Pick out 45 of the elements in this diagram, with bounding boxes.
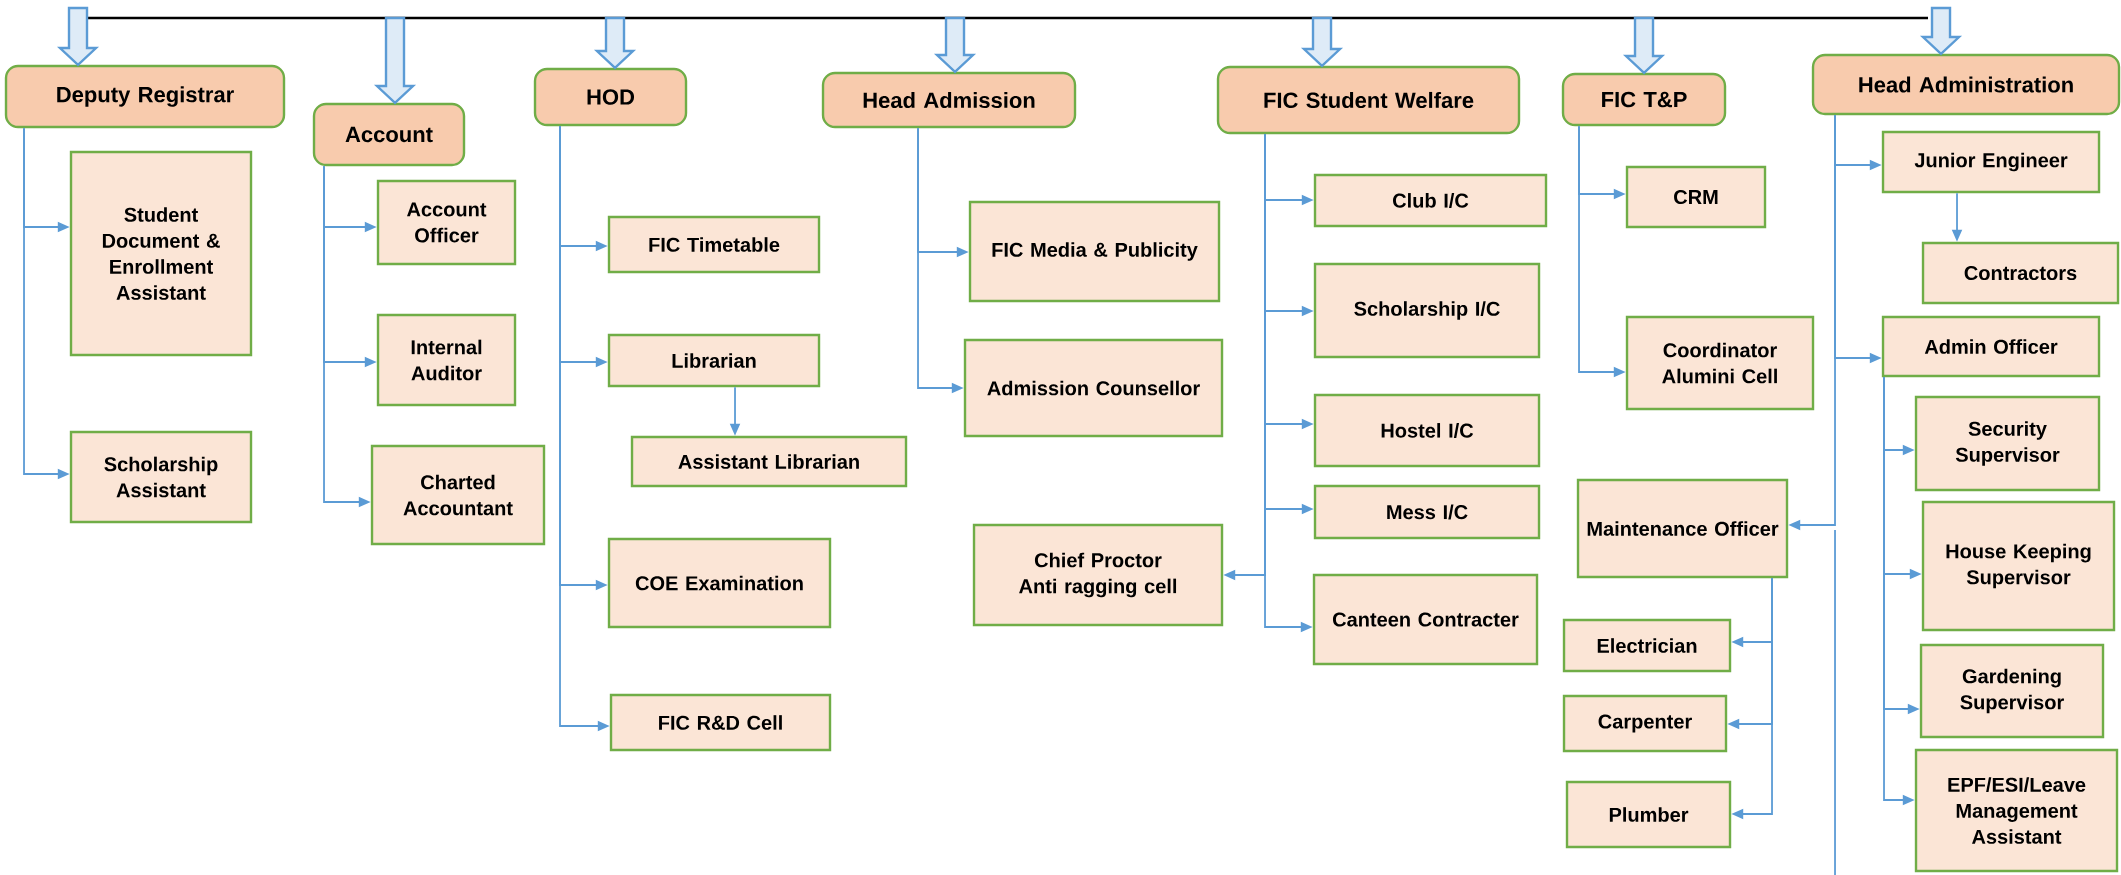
title-box: Head Administration <box>1811 53 2121 116</box>
title-box: Account <box>312 102 466 167</box>
role-box: Account Officer <box>376 179 517 266</box>
role-box: Electrician <box>1562 618 1732 673</box>
role-box: Canteen Contracter <box>1312 573 1539 666</box>
role-box: Contractors <box>1921 241 2120 305</box>
role-box: Scholarship Assistant <box>69 430 253 524</box>
role-box: FIC R&D Cell <box>609 693 832 752</box>
role-box: Internal Auditor <box>376 313 517 407</box>
role-box: Admission Counsellor <box>963 338 1224 438</box>
block-arrow <box>373 16 417 105</box>
role-box: CRM <box>1625 165 1767 229</box>
role-box: Security Supervisor <box>1914 395 2101 492</box>
block-arrow <box>593 16 637 70</box>
block-arrow <box>1622 16 1666 75</box>
title-box: Deputy Registrar <box>4 64 286 129</box>
title-box: FIC Student Welfare <box>1216 65 1521 135</box>
block-arrow <box>56 6 100 67</box>
role-box: Assistant Librarian <box>630 435 908 488</box>
block-arrow <box>1300 16 1344 68</box>
title-box: FIC T&P <box>1561 72 1727 127</box>
role-box: Gardening Supervisor <box>1919 643 2105 739</box>
role-box: Charted Accountant <box>370 444 546 546</box>
title-box: HOD <box>533 67 688 127</box>
title-box: Head Admission <box>821 71 1077 129</box>
role-box: Coordinator Alumini Cell <box>1625 315 1815 411</box>
role-box: Junior Engineer <box>1881 130 2101 194</box>
role-box: Scholarship I/C <box>1313 262 1541 359</box>
role-box: COE Examination <box>607 537 832 629</box>
role-box: Hostel I/C <box>1313 393 1541 468</box>
block-arrow <box>933 16 977 74</box>
role-box: House Keeping Supervisor <box>1921 500 2116 632</box>
role-box: Chief Proctor Anti ragging cell <box>972 523 1224 627</box>
role-box: EPF/ESI/Leave Management Assistant <box>1914 748 2119 873</box>
block-arrow <box>1919 6 1963 56</box>
role-box: Club I/C <box>1313 173 1548 228</box>
role-box: Student Document & Enrollment Assistant <box>69 150 253 357</box>
role-box: Carpenter <box>1562 694 1728 753</box>
role-box: FIC Timetable <box>607 215 821 274</box>
role-box: Mess I/C <box>1313 484 1541 540</box>
role-box: Plumber <box>1565 780 1732 849</box>
role-box: Maintenance Officer <box>1576 478 1789 579</box>
role-box: FIC Media & Publicity <box>968 200 1221 303</box>
role-box: Admin Officer <box>1881 315 2101 378</box>
role-box: Librarian <box>607 333 821 388</box>
